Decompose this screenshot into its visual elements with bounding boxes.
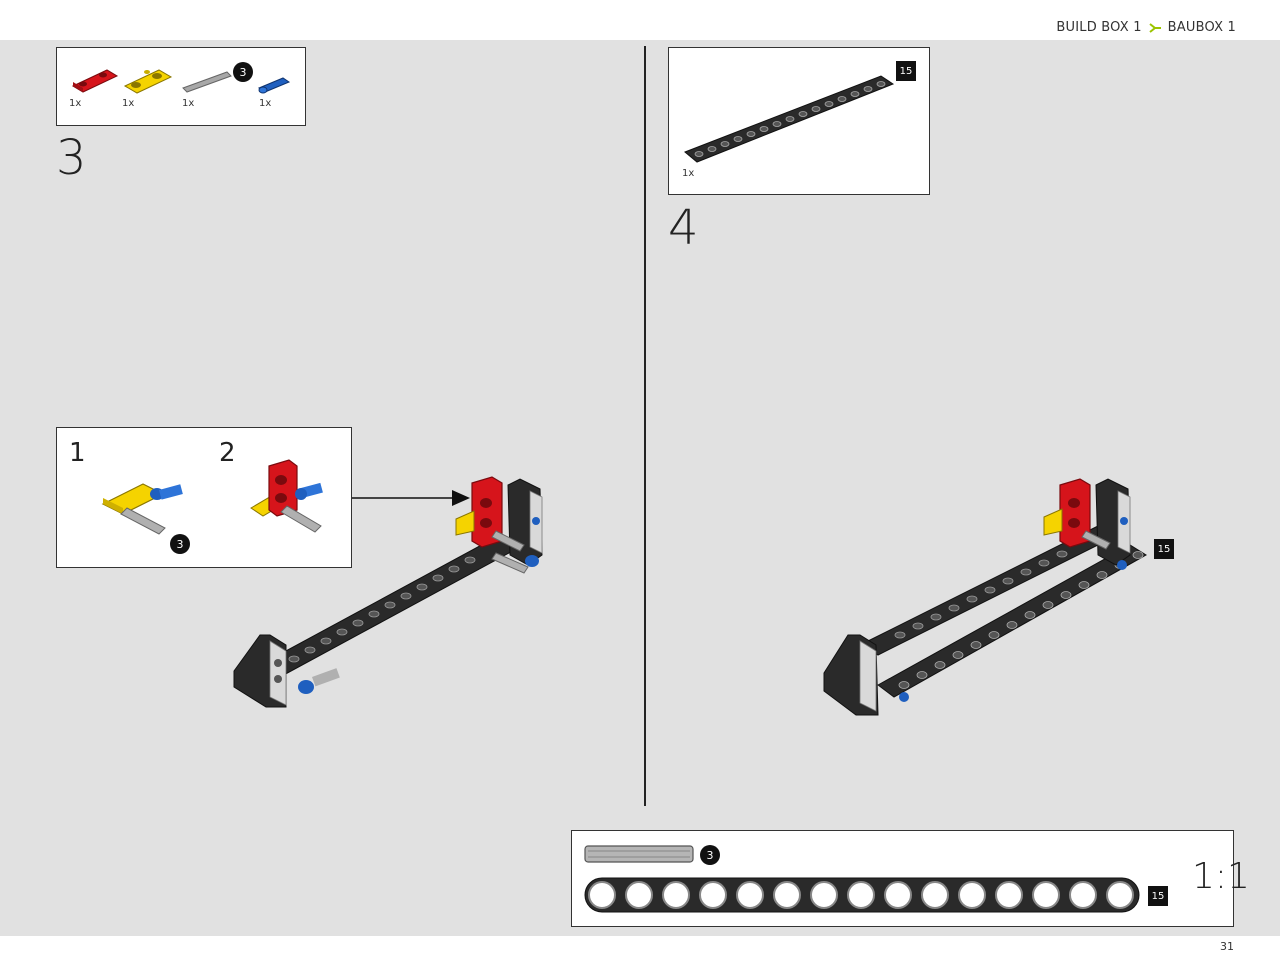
yellow-connector-part — [123, 69, 173, 94]
sub-assembly-box: 1 2 3 — [56, 427, 352, 568]
chevron-right-icon — [1149, 22, 1161, 33]
part-qty: 1x — [259, 98, 272, 109]
part-qty: 1x — [682, 168, 695, 179]
step-number-3: 3 — [56, 130, 87, 186]
arrow-right-icon — [352, 490, 470, 506]
step4-assembly-illustration — [823, 478, 1147, 716]
scale-axle-badge: 3 — [700, 845, 720, 865]
step4-parts-box: 15 1x — [668, 47, 930, 195]
sub-step-2-illustration — [250, 459, 323, 533]
scale-beam — [584, 877, 1140, 913]
page-divider — [644, 46, 646, 806]
step-number-4: 4 — [668, 200, 699, 256]
axle-length-badge: 3 — [233, 62, 253, 82]
axle-length-badge: 3 — [170, 534, 190, 554]
step3-assembly-illustration — [233, 476, 543, 708]
blue-pin-part — [257, 77, 291, 94]
page-number: 31 — [1220, 940, 1234, 953]
grey-axle-part — [182, 71, 232, 93]
step3-parts-box: 1x 1x 3 1x 1x — [56, 47, 306, 126]
sub-step-number-1: 1 — [69, 438, 86, 468]
breadcrumb-baubox: BAUBOX 1 — [1167, 20, 1236, 35]
scale-label: 1:1 — [1192, 856, 1250, 897]
black-beam-part — [684, 75, 895, 163]
part-qty: 1x — [122, 98, 135, 109]
beam-length-badge: 15 — [896, 61, 916, 81]
breadcrumb-build-box: BUILD BOX 1 — [1056, 20, 1142, 35]
scale-beam-badge: 15 — [1148, 886, 1168, 906]
part-qty: 1x — [69, 98, 82, 109]
sub-step-1-illustration — [101, 483, 183, 535]
page-header: BUILD BOX 1 BAUBOX 1 — [0, 0, 1280, 40]
breadcrumb: BUILD BOX 1 BAUBOX 1 — [1056, 20, 1236, 35]
scale-reference-box: 3 15 1:1 — [571, 830, 1250, 927]
part-qty: 1x — [182, 98, 195, 109]
page-footer: 31 — [0, 936, 1280, 974]
red-connector-part — [71, 69, 119, 93]
scale-axle — [584, 845, 694, 863]
assembly-beam-badge: 15 — [1154, 539, 1174, 559]
sub-step-number-2: 2 — [219, 438, 236, 468]
